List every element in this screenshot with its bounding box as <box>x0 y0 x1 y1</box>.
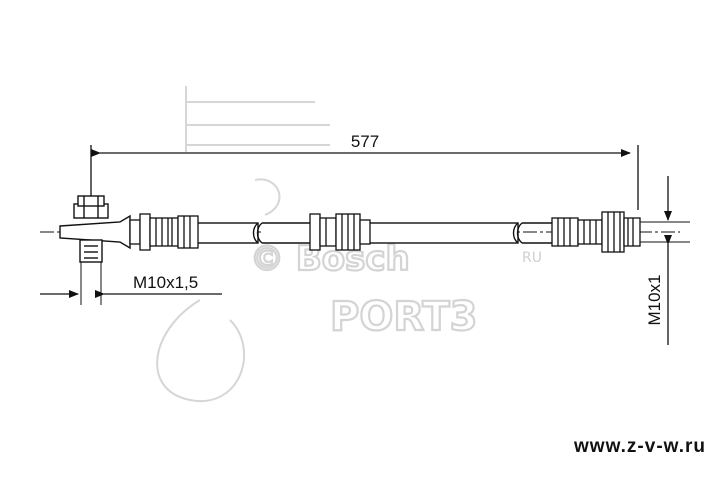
website-label: www.z-v-w.ru <box>574 436 706 457</box>
length-dimension <box>90 145 639 210</box>
watermark-suffix: RU <box>522 250 542 266</box>
watermark-port: PORT3 <box>330 294 477 340</box>
hose-body <box>195 222 552 244</box>
thread-right-label: M10x1 <box>645 274 664 325</box>
left-crimp-sleeve <box>129 213 199 251</box>
thread-left-label: M10x1,5 <box>133 273 198 292</box>
length-label: 577 <box>351 132 379 151</box>
left-banjo-fitting <box>59 195 131 305</box>
watermark-logo <box>156 86 330 403</box>
right-fitting <box>551 211 690 253</box>
middle-bracket <box>309 213 371 251</box>
